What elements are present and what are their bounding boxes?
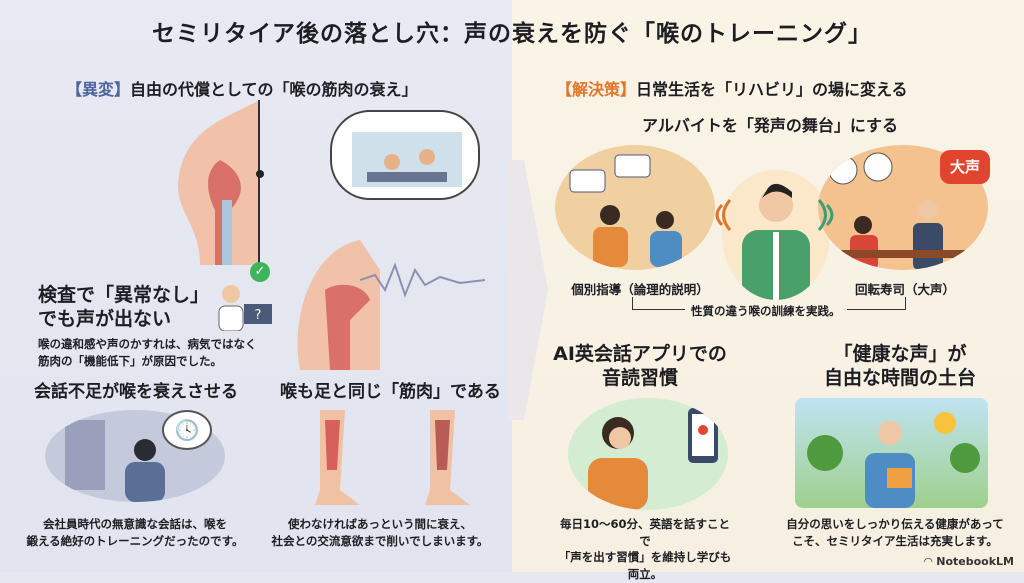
left-tag: 【異変】 (66, 80, 131, 99)
ai-app-title-line1: AI英会話アプリでの (553, 343, 727, 365)
left-heading-text: 自由の代償としての「喉の筋肉の衰え」 (130, 80, 418, 99)
healthy-voice-title-line2: 自由な時間の土台 (823, 366, 976, 389)
sound-wave-icon (360, 262, 486, 298)
check-body-line2: 筋肉の「機能低下」が原因でした。 (38, 353, 222, 368)
healthy-voice-title-line1: 「健康な声」が (833, 343, 967, 365)
doctor-icon: ? (216, 276, 276, 332)
notebooklm-brand: ◠ NotebookLM (924, 555, 1014, 568)
ai-app-caption: 毎日10〜60分、英語を話すことで「声を出す習慣」を維持し学びも両立。 (555, 516, 735, 583)
brand-text: NotebookLM (936, 555, 1014, 568)
check-title-line2: でも声が出ない (38, 307, 172, 330)
healthy-voice-caption-line1: 自分の思いをしっかり伝える健康があって (786, 517, 1004, 531)
card2-title: 喉も足と同じ「筋肉」である (280, 382, 501, 402)
right-tag: 【解決策】 (556, 80, 637, 99)
page-title: セミリタイア後の落とし穴：声の衰えを防ぐ「喉のトレーニング」 (152, 21, 872, 47)
card2-caption-line1: 使わなければあっという間に衰え、 (288, 517, 472, 531)
throat-anatomy-illustration (160, 100, 260, 265)
head-side-illustration (280, 230, 380, 370)
bracket-text: 性質の違う喉の訓練を実践。 (685, 303, 847, 319)
check-title-line1: 検査で「異常なし」 (38, 284, 210, 306)
sushi-label: 回転寿司（大声） (854, 282, 955, 297)
card2-caption: 使わなければあっという間に衰え、社会との交流意欲まで削いでしまいます。 (265, 516, 495, 549)
monitor-question-mark: ? (255, 308, 262, 323)
clock-icon: 🕓 (162, 410, 212, 450)
park-singer-illustration (795, 398, 988, 508)
pointer-dot (256, 170, 264, 178)
card1-caption-line2: 鍛える絶好のトレーニングだったのです。 (26, 533, 244, 548)
tutoring-illustration (555, 145, 715, 270)
english-app-illustration (568, 398, 728, 510)
card1-caption: 会社員時代の無意識な会話は、喉を鍛える絶好のトレーニングだったのです。 (20, 516, 250, 549)
check-title: 検査で「異常なし」でも声が出ない (38, 284, 209, 332)
divider-line (258, 100, 260, 270)
ai-app-caption-line2: 「声を出す習慣」を維持し学びも両立。 (558, 550, 732, 582)
ai-app-caption-line1: 毎日10〜60分、英語を話すことで (559, 517, 730, 548)
part-time-subheading: アルバイトを「発声の舞台」にする (641, 116, 898, 135)
right-section-heading: 【解決策】日常生活を「リハビリ」の場に変える (556, 76, 908, 100)
check-circle-icon: ✓ (250, 262, 270, 282)
sound-waves-icon (715, 199, 834, 231)
healthy-voice-caption: 自分の思いをしっかり伝える健康があってこそ、セミリタイア生活は充実します。 (780, 516, 1010, 549)
healthy-voice-title: 「健康な声」が自由な時間の土台 (805, 343, 995, 391)
card1-caption-line1: 会社員時代の無意識な会話は、喉を (43, 517, 227, 531)
check-body: 喉の違和感や声のかすれは、病気ではなく筋肉の「機能低下」が原因でした。 (38, 336, 257, 369)
card2-caption-line2: 社会との交流意欲まで削いでしまいます。 (271, 533, 489, 548)
speaking-man-illustration (722, 170, 830, 300)
ai-app-title: AI英会話アプリでの音読習慣 (550, 343, 730, 391)
ai-app-title-line2: 音読習慣 (601, 366, 678, 389)
office-thought-bubble (330, 110, 480, 200)
card1-title: 会話不足が喉を衰えさせる (34, 382, 238, 402)
loud-voice-badge: 大声 (940, 150, 990, 184)
left-section-heading: 【異変】自由の代償としての「喉の筋肉の衰え」 (66, 76, 418, 100)
check-body-line1: 喉の違和感や声のかすれは、病気ではなく (38, 337, 257, 351)
legs-muscle-illustration (300, 410, 480, 510)
notebooklm-logo-icon: ◠ (923, 555, 937, 568)
tutoring-label: 個別指導（論理的説明） (571, 282, 709, 297)
right-heading-text: 日常生活を「リハビリ」の場に変える (636, 80, 908, 99)
healthy-voice-caption-line2: こそ、セミリタイア生活は充実します。 (792, 533, 998, 548)
